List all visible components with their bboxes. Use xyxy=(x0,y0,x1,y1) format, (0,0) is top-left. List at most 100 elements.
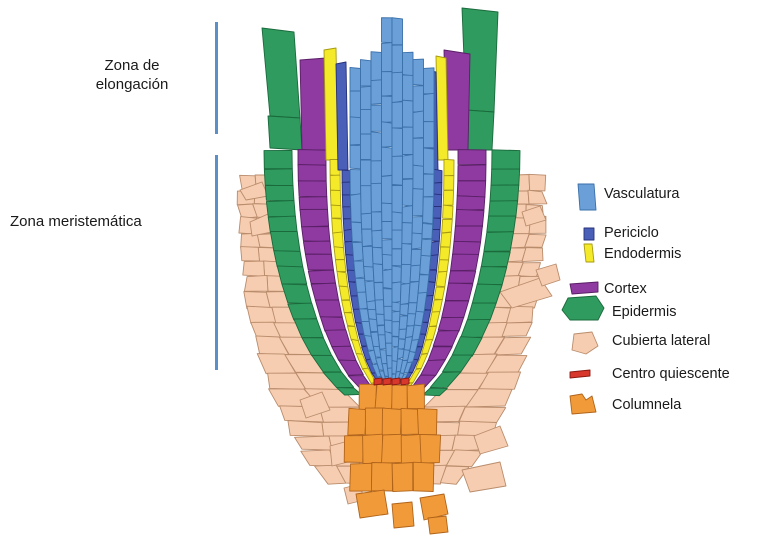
endodermis-cell xyxy=(331,205,341,218)
epidermis-cell xyxy=(268,116,302,150)
endodermis-cell xyxy=(441,232,452,247)
vasculature-cell xyxy=(371,183,382,212)
vasculature-cell xyxy=(413,86,424,112)
columella-cell xyxy=(350,463,372,491)
endodermis-cell xyxy=(429,312,440,327)
vasculature-cell xyxy=(412,233,423,249)
vasculature-cell xyxy=(382,96,393,122)
vasculature-cell xyxy=(382,72,393,97)
vasculature-cell xyxy=(401,264,411,284)
vasculature-cell xyxy=(392,128,403,158)
vasculature-cell xyxy=(386,343,392,356)
vasculature-cell xyxy=(361,213,372,229)
endodermis-cell xyxy=(439,247,450,261)
cortex-cell xyxy=(325,330,351,347)
cortex-cell xyxy=(457,181,486,197)
vasculature-cell xyxy=(392,266,401,283)
vasculature-cell xyxy=(420,255,431,275)
vasculature-cell xyxy=(371,52,382,81)
vasculature-cell xyxy=(423,174,434,197)
columella-cell xyxy=(401,408,419,434)
endodermis-cell xyxy=(334,247,345,260)
vasculature-cell xyxy=(392,72,403,103)
zone-meristem-line-1: Zona meristemática xyxy=(10,212,210,231)
lateral-root-cap-cell xyxy=(241,233,260,247)
vasculature-cell xyxy=(392,186,403,214)
vasculature-cell xyxy=(382,122,393,148)
vasculature-cell xyxy=(424,148,435,175)
epidermis-cell xyxy=(490,185,519,202)
legend-label-epidermis: Epidermis xyxy=(612,304,676,321)
vasculature-cell xyxy=(384,320,392,333)
lateral-root-cap-cell xyxy=(522,248,543,262)
lateral-root-cap-cell xyxy=(502,322,532,336)
legend-icon-endodermis xyxy=(584,244,594,262)
vasculature-cell xyxy=(412,217,423,234)
endodermis-cell xyxy=(333,232,344,248)
vasculature-cell xyxy=(392,18,403,45)
endodermis-cell xyxy=(434,287,445,300)
vasculature-cell xyxy=(392,102,403,128)
vasculature-cell xyxy=(392,311,400,322)
columella-cell xyxy=(392,385,408,410)
endodermis-cell xyxy=(432,300,443,312)
vasculature-cell xyxy=(374,283,384,302)
vasculature-cell xyxy=(423,197,434,224)
columella-cell xyxy=(359,384,376,409)
cortex-cell xyxy=(300,209,329,227)
vasculature-cell xyxy=(411,249,422,266)
endodermis-cell xyxy=(443,205,453,219)
vasculature-cell xyxy=(371,132,382,162)
cortex-cell xyxy=(320,317,346,332)
endodermis-cell xyxy=(438,260,449,272)
vasculature-cell xyxy=(371,105,382,131)
zone-meristem-bracket xyxy=(215,155,218,370)
vasculature-cell xyxy=(402,179,413,206)
legend-label-cortex: Cortex xyxy=(604,281,647,298)
epidermis-cell xyxy=(274,251,303,267)
vasculature-cell xyxy=(413,59,424,85)
epidermis-cell xyxy=(264,169,293,186)
columella-cell xyxy=(420,434,441,463)
epidermis-cell xyxy=(265,185,294,201)
legend-icon-epidermis xyxy=(562,296,604,320)
vasculature-cell xyxy=(375,300,384,316)
vasculature-cell xyxy=(403,52,414,76)
cortex-cell xyxy=(303,241,331,254)
lateral-root-cap-cell xyxy=(243,261,265,276)
legend-icon-periciclo xyxy=(584,228,594,240)
vasculature-cell xyxy=(413,138,424,167)
cortex-cell xyxy=(442,301,469,318)
columella-cell xyxy=(363,434,383,464)
cortex-cell xyxy=(299,197,327,211)
pericycle-cell xyxy=(343,219,351,231)
lateral-root-cap-cell xyxy=(247,306,276,323)
cortex-cell xyxy=(298,150,326,166)
vasculature-cell xyxy=(392,230,402,249)
vasculature-cell xyxy=(361,134,372,160)
cortex-cell xyxy=(433,331,459,347)
legend-label-quiescente: Centro quiescente xyxy=(612,366,730,383)
vasculature-cell xyxy=(402,223,413,245)
vasculature-layer xyxy=(350,18,434,382)
pericycle-cell xyxy=(344,229,352,242)
vasculature-cell xyxy=(350,91,361,119)
endodermis-cell xyxy=(330,190,340,206)
vasculature-cell xyxy=(424,68,435,94)
pericycle-cell xyxy=(342,195,350,208)
pericycle-cell xyxy=(342,182,350,195)
vasculature-cell xyxy=(402,243,412,265)
zone-elongation-line-2: elongación xyxy=(72,75,192,94)
cortex-cell xyxy=(449,271,476,283)
vasculature-cell xyxy=(422,223,433,238)
legend-label-columnela: Columnela xyxy=(612,397,681,414)
vasculature-cell xyxy=(382,222,392,239)
cortex-cell xyxy=(451,254,479,271)
cortex-cell xyxy=(457,196,485,210)
legend-icon-quiescente xyxy=(570,370,590,378)
quiescent-center-cell xyxy=(374,378,382,385)
vasculature-cell xyxy=(361,109,372,135)
vasculature-cell xyxy=(361,60,372,86)
legend-icon-columnela xyxy=(570,394,596,414)
